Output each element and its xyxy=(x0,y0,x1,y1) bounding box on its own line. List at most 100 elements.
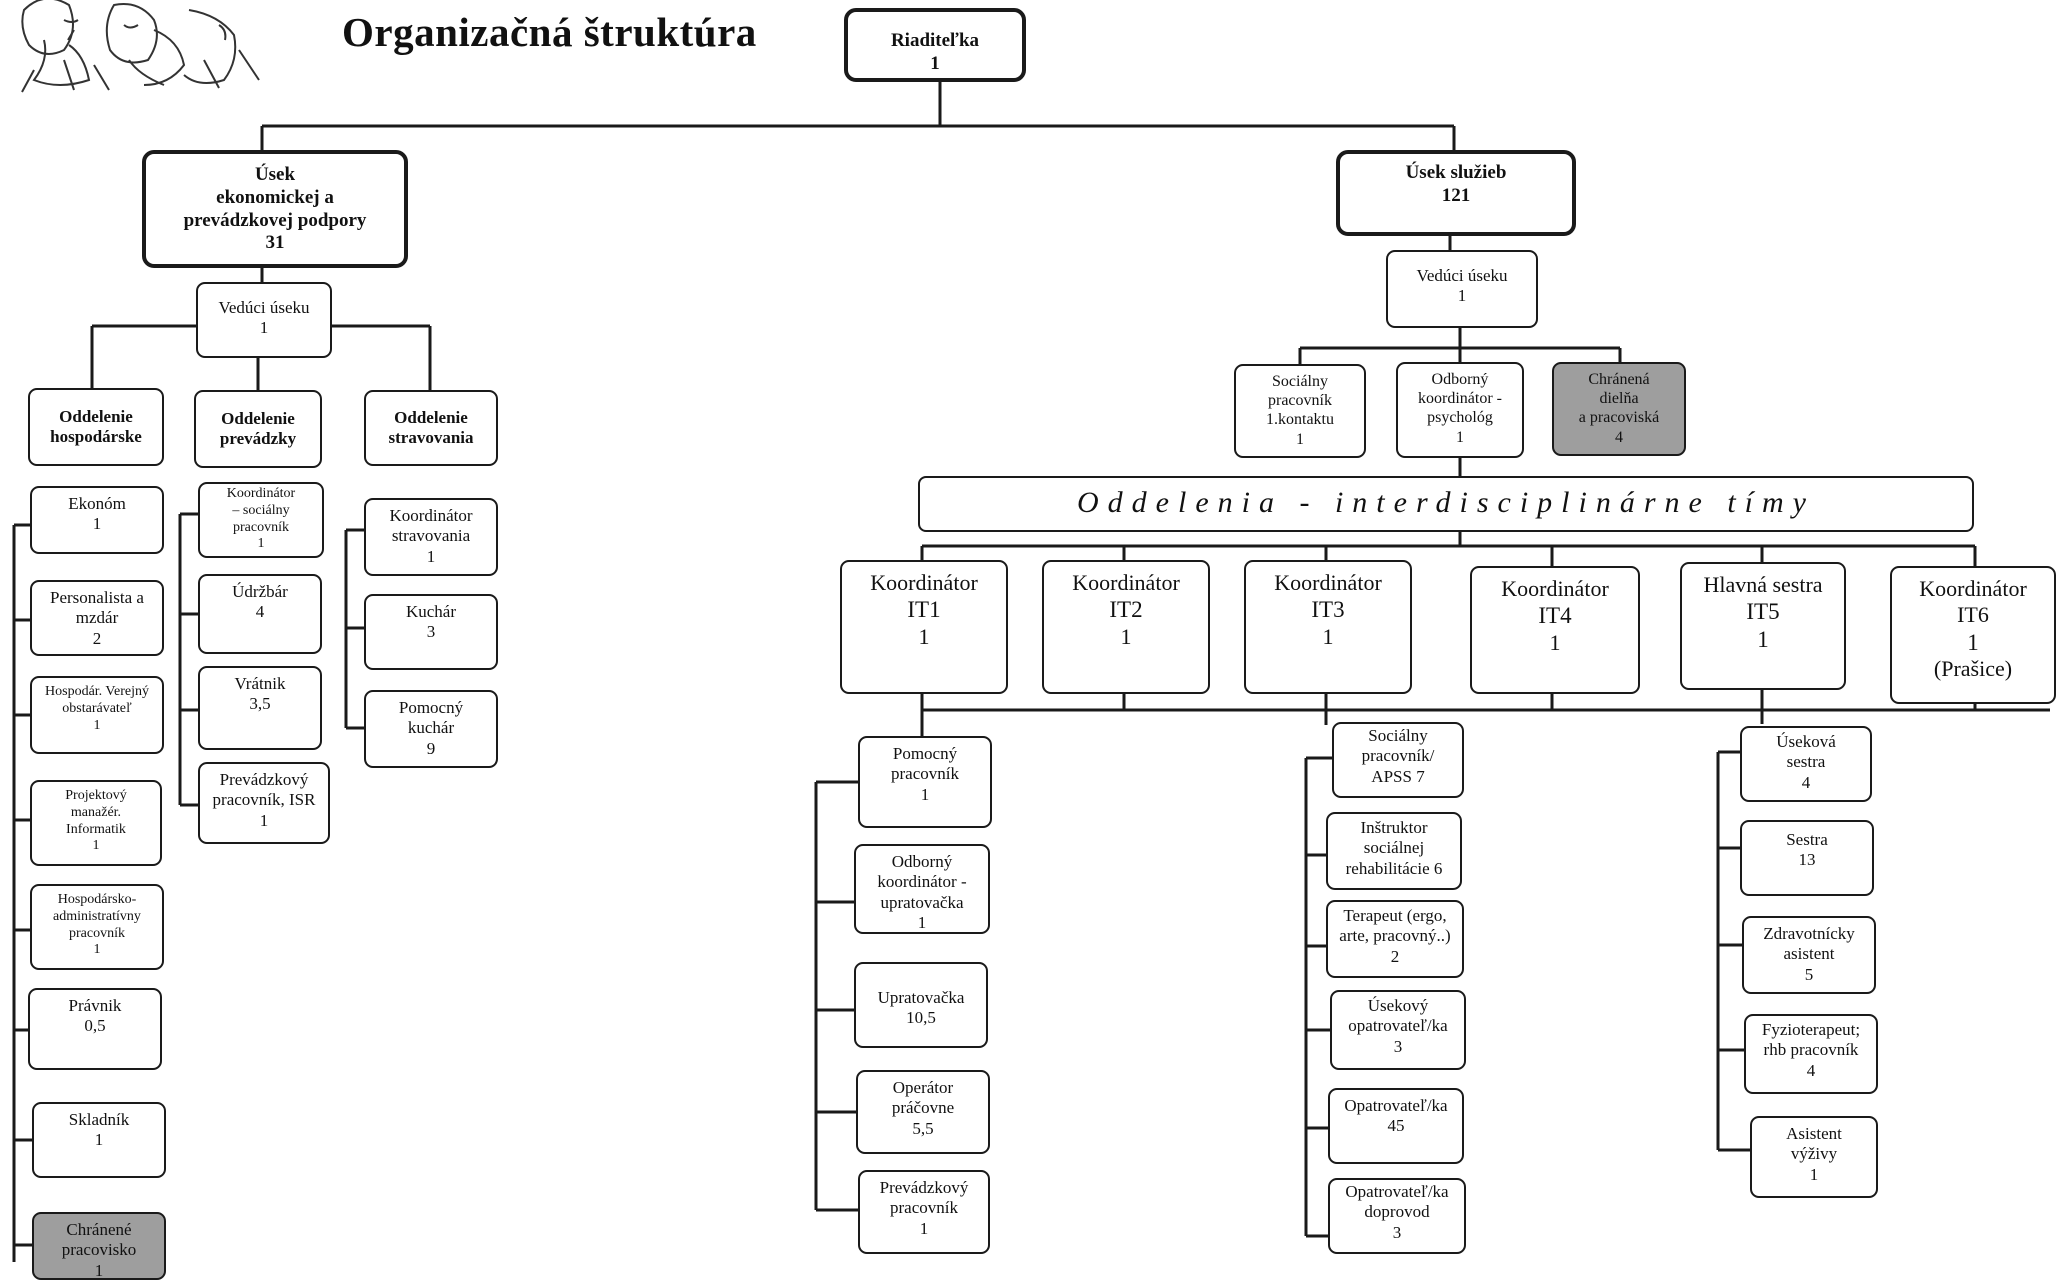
role-box: Koordinátor stravovania 1 xyxy=(364,498,498,576)
team-count: 1 xyxy=(1549,629,1561,655)
role-count: 4 xyxy=(255,602,265,622)
it1-staff-box: Upratovačka 10,5 xyxy=(854,962,988,1048)
econ-section-label: Úsek ekonomickej a prevádzkovej podpory xyxy=(183,164,367,231)
role-count: 5,5 xyxy=(912,1118,934,1138)
role-label: Skladník xyxy=(68,1110,130,1129)
dept-stravovania: Oddelenie stravovania xyxy=(364,390,498,466)
role-count: 3 xyxy=(1393,1036,1403,1056)
it5-staff-box: Fyzioterapeut; rhb pracovník 4 xyxy=(1744,1014,1878,1094)
role-box: Personalista a mzdár 2 xyxy=(30,580,164,656)
dept-hospodarske: Oddelenie hospodárske xyxy=(28,388,164,466)
role-label: Právnik xyxy=(68,996,122,1015)
role-label: Fyzioterapeut; rhb pracovník xyxy=(1761,1020,1861,1060)
role-label: Hospodársko- administratívny pracovník xyxy=(53,892,141,941)
services-head-box: Vedúci úseku 1 xyxy=(1386,250,1538,328)
role-label: Pomocný kuchár xyxy=(398,698,464,738)
role-label: Projektový manažér. Informatik xyxy=(65,788,127,837)
role-label: Zdravotnícky asistent xyxy=(1763,924,1855,964)
role-box: Vrátnik 3,5 xyxy=(198,666,322,750)
role-box: Právnik 0,5 xyxy=(28,988,162,1070)
role-count: 1 xyxy=(94,1260,104,1280)
team-role: Koordinátor xyxy=(1072,570,1180,595)
role-label: Operátor práčovne xyxy=(891,1078,955,1118)
services-section-count: 121 xyxy=(1441,184,1471,206)
role-box-protected: Chránené pracovisko 1 xyxy=(32,1212,166,1280)
services-staff-box-protected: Chránená dielňa a pracoviská 4 xyxy=(1552,362,1686,456)
role-box: Projektový manažér. Informatik 1 xyxy=(30,780,162,866)
role-box: Prevádzkový pracovník, ISR 1 xyxy=(198,762,330,844)
services-section-label: Úsek služieb xyxy=(1405,162,1507,183)
role-box: Koordinátor – sociálny pracovník 1 xyxy=(198,482,324,558)
dept-label: Oddelenie prevádzky xyxy=(219,408,297,448)
role-label: Prevádzkový pracovník, ISR xyxy=(212,770,316,810)
team-role: Hlavná sestra xyxy=(1703,572,1823,597)
role-count: 4 xyxy=(1615,428,1623,446)
team-count: 1 xyxy=(1120,623,1132,649)
role-label: Koordinátor stravovania xyxy=(389,506,473,546)
it3-staff-box: Opatrovateľ/ka doprovod 3 xyxy=(1328,1178,1466,1254)
role-count: 0,5 xyxy=(84,1016,106,1036)
team-code: IT6 xyxy=(1957,602,1989,628)
team-role: Koordinátor xyxy=(1501,576,1609,601)
role-label: Chránené pracovisko xyxy=(61,1220,137,1260)
role-box: Pomocný kuchár 9 xyxy=(364,690,498,768)
role-count: 2 xyxy=(92,628,102,648)
role-count: 9 xyxy=(426,738,436,758)
team-note: (Prašice) xyxy=(1933,656,2013,682)
role-count: 1 xyxy=(917,913,927,933)
econ-head-box: Vedúci úseku 1 xyxy=(196,282,332,358)
services-staff-box: Odborný koordinátor - psychológ 1 xyxy=(1396,362,1524,458)
it3-staff-box: Inštruktor sociálnej rehabilitácie 6 xyxy=(1326,812,1462,890)
role-count: 1 xyxy=(257,536,265,552)
team-box-it4: Koordinátor IT4 1 xyxy=(1470,566,1640,694)
team-box-it2: Koordinátor IT2 1 xyxy=(1042,560,1210,694)
role-label: Sociálny pracovník/ APSS 7 xyxy=(1361,726,1435,786)
econ-section-count: 31 xyxy=(265,232,285,254)
it3-staff-box: Terapeut (ergo, arte, pracovný..) 2 xyxy=(1326,900,1464,978)
services-head-count: 1 xyxy=(1457,286,1467,306)
team-count: 1 xyxy=(1757,626,1769,652)
page-title: Organizačná štruktúra xyxy=(342,9,757,55)
role-count: 3 xyxy=(1392,1222,1402,1242)
team-count: 1 xyxy=(1967,629,1979,655)
role-label: Pomocný pracovník xyxy=(891,744,959,784)
services-section-box: Úsek služieb 121 xyxy=(1336,150,1576,236)
team-count: 1 xyxy=(918,623,930,649)
team-box-it5: Hlavná sestra IT5 1 xyxy=(1680,562,1846,690)
team-box-it3: Koordinátor IT3 1 xyxy=(1244,560,1412,694)
role-label: Vrátnik xyxy=(234,674,286,693)
role-count: 45 xyxy=(1387,1116,1405,1136)
role-box: Hospodár. Verejný obstarávateľ 1 xyxy=(30,676,164,754)
role-label: Odborný koordinátor - psychológ xyxy=(1418,371,1502,427)
role-label: Koordinátor – sociálny pracovník xyxy=(226,486,296,535)
dept-label: Oddelenie hospodárske xyxy=(50,406,142,446)
role-label: Upratovačka xyxy=(877,988,965,1007)
role-count: 1 xyxy=(93,942,101,958)
econ-head-label: Vedúci úseku xyxy=(218,298,310,317)
director-label: Riaditeľka xyxy=(890,30,980,51)
role-count: 1 xyxy=(92,514,102,534)
it3-staff-box: Opatrovateľ/ka 45 xyxy=(1328,1088,1464,1164)
team-role: Koordinátor xyxy=(1919,576,2027,601)
team-role: Koordinátor xyxy=(1274,570,1382,595)
role-count: 5 xyxy=(1804,964,1814,984)
team-role: Koordinátor xyxy=(870,570,978,595)
services-head-label: Vedúci úseku xyxy=(1416,266,1508,285)
logo-drawing xyxy=(21,0,260,93)
it5-staff-box: Zdravotnícky asistent 5 xyxy=(1742,916,1876,994)
it3-staff-box: Úsekový opatrovateľ/ka 3 xyxy=(1330,990,1466,1070)
director-box: Riaditeľka 1 xyxy=(844,8,1026,82)
role-label: Úsekový opatrovateľ/ka xyxy=(1348,996,1448,1036)
role-label: Odborný koordinátor - upratovačka xyxy=(877,852,967,912)
role-count: 1 xyxy=(920,784,930,804)
team-code: IT5 xyxy=(1746,599,1780,625)
econ-head-count: 1 xyxy=(259,318,269,338)
role-count: 3 xyxy=(426,622,436,642)
role-box: Kuchár 3 xyxy=(364,594,498,670)
role-count: 4 xyxy=(1806,1060,1816,1080)
teams-banner: Oddelenia - interdisciplinárne tímy xyxy=(918,476,1974,532)
role-label: Chránená dielňa a pracoviská xyxy=(1578,371,1660,427)
role-label: Opatrovateľ/ka doprovod xyxy=(1345,1182,1449,1222)
it3-staff-box: Sociálny pracovník/ APSS 7 xyxy=(1332,722,1464,798)
